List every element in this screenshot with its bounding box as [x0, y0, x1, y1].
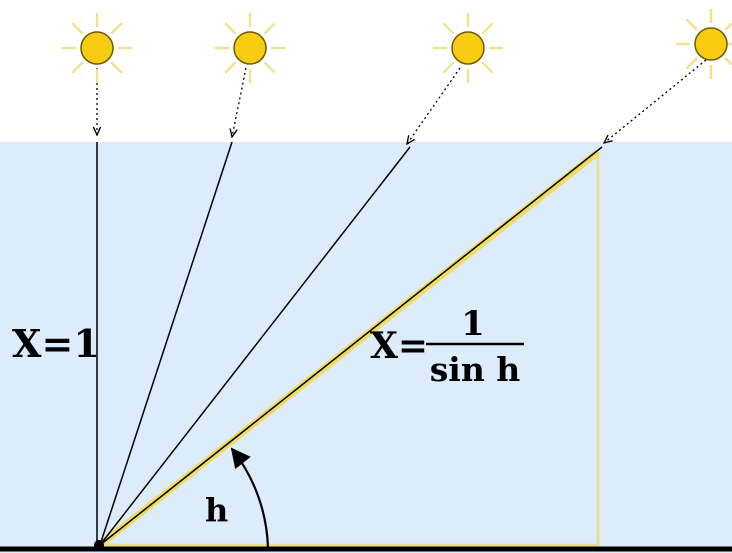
dotted-ray-4 — [604, 59, 707, 143]
sun-icon — [61, 12, 133, 84]
atmosphere-layer — [0, 142, 732, 553]
sun-icon — [432, 12, 504, 84]
dotted-ray-2 — [232, 67, 247, 137]
sun-icon — [214, 12, 286, 84]
sun-icon — [675, 8, 732, 80]
label-x-prefix: X= — [370, 325, 428, 367]
ray-2 — [99, 141, 233, 546]
triangle-outline — [100, 152, 600, 547]
ray-3 — [99, 146, 411, 546]
dotted-ray-3 — [407, 67, 461, 144]
angle-arc-arrowhead-icon — [230, 447, 270, 549]
label-angle-h: h — [205, 491, 228, 529]
label-fraction-numerator: 1 — [461, 304, 485, 344]
label-fraction-denominator: sin h — [430, 350, 521, 389]
observer-point — [94, 540, 104, 550]
ray-4 — [99, 146, 603, 546]
label-x-vertical: X=1 — [12, 321, 100, 366]
